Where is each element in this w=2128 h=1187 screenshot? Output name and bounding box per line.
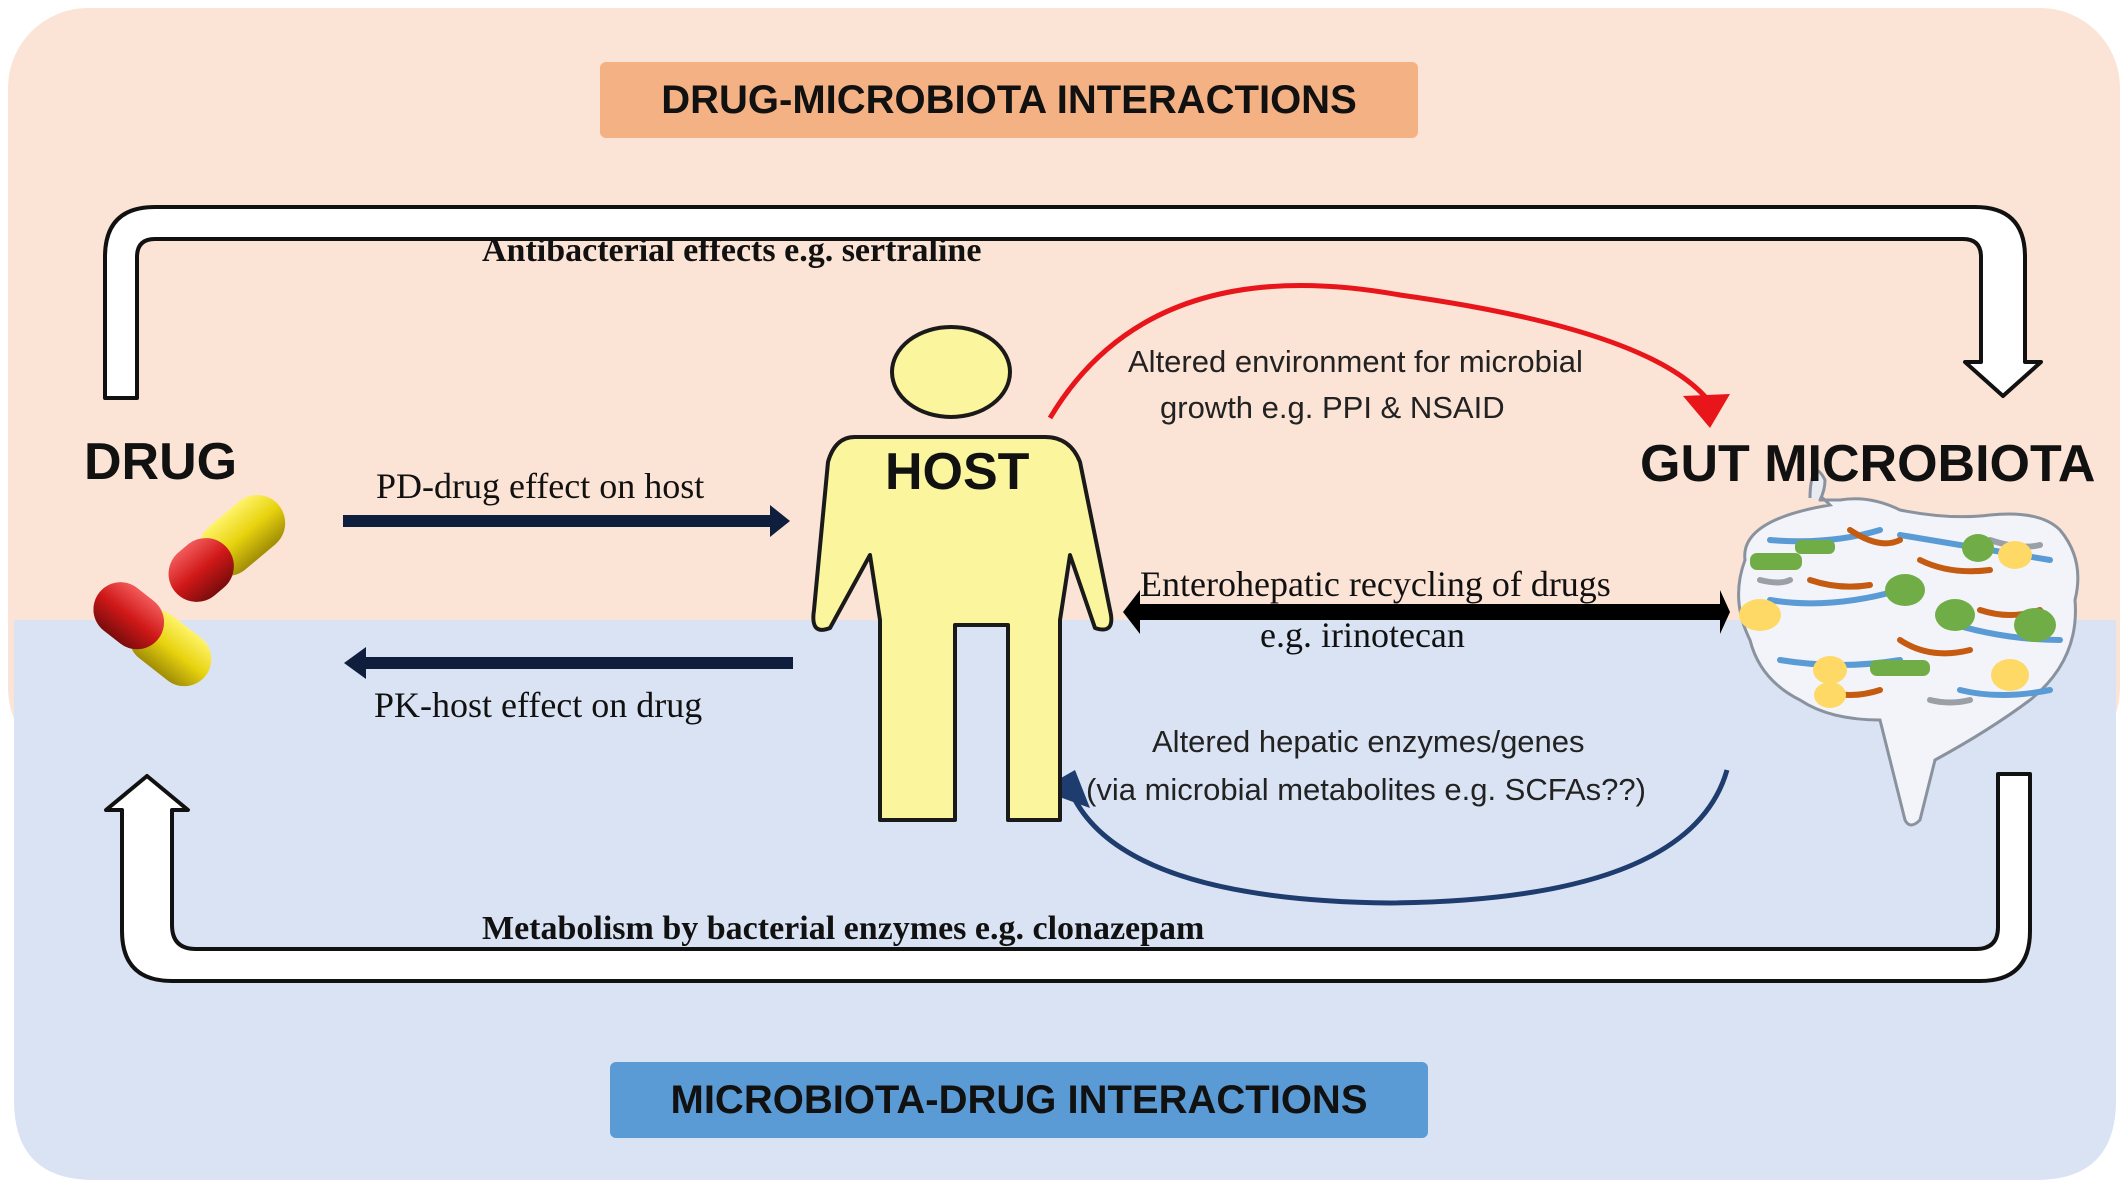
antibacterial-loop-arrow <box>103 205 2043 400</box>
person-icon <box>811 325 1114 822</box>
host-label: HOST <box>885 443 1030 501</box>
environment-arrowhead <box>1683 394 1730 428</box>
enterohepatic-label-2: e.g. irinotecan <box>1260 615 1465 655</box>
microbiota-label: GUT MICROBIOTA <box>1640 435 2096 493</box>
metabolism-loop-arrow <box>104 772 2032 983</box>
top-banner: DRUG-MICROBIOTA INTERACTIONS <box>600 62 1418 138</box>
intestine-icon <box>1737 468 2080 827</box>
bottom-banner: MICROBIOTA-DRUG INTERACTIONS <box>610 1062 1428 1138</box>
antibacterial-label: Antibacterial effects e.g. sertraline <box>482 232 982 269</box>
metabolism-label: Metabolism by bacterial enzymes e.g. clo… <box>482 910 1205 947</box>
enterohepatic-label-1: Enterohepatic recycling of drugs <box>1140 564 1611 604</box>
hepatic-arrow <box>1072 769 1730 906</box>
pd-arrow <box>343 505 790 537</box>
enterohepatic-double-arrow <box>1123 590 1730 634</box>
hepatic-label-1: Altered hepatic enzymes/genes <box>1152 724 1585 759</box>
capsule-icon <box>168 495 286 602</box>
drug-label: DRUG <box>84 433 238 491</box>
capsule-icon-2 <box>93 582 212 687</box>
hepatic-label-2: (via microbial metabolites e.g. SCFAs??) <box>1086 772 1646 807</box>
pd-label: PD-drug effect on host <box>376 466 705 506</box>
top-panel <box>8 8 2120 768</box>
environment-arrow <box>1047 283 1710 420</box>
hepatic-arrowhead <box>1040 770 1090 808</box>
pk-label: PK-host effect on drug <box>374 685 703 725</box>
bottom-panel <box>14 620 2116 1180</box>
environment-label-2: growth e.g. PPI & NSAID <box>1160 390 1505 425</box>
pk-arrow <box>344 647 793 679</box>
environment-label-1: Altered environment for microbial <box>1128 344 1583 379</box>
